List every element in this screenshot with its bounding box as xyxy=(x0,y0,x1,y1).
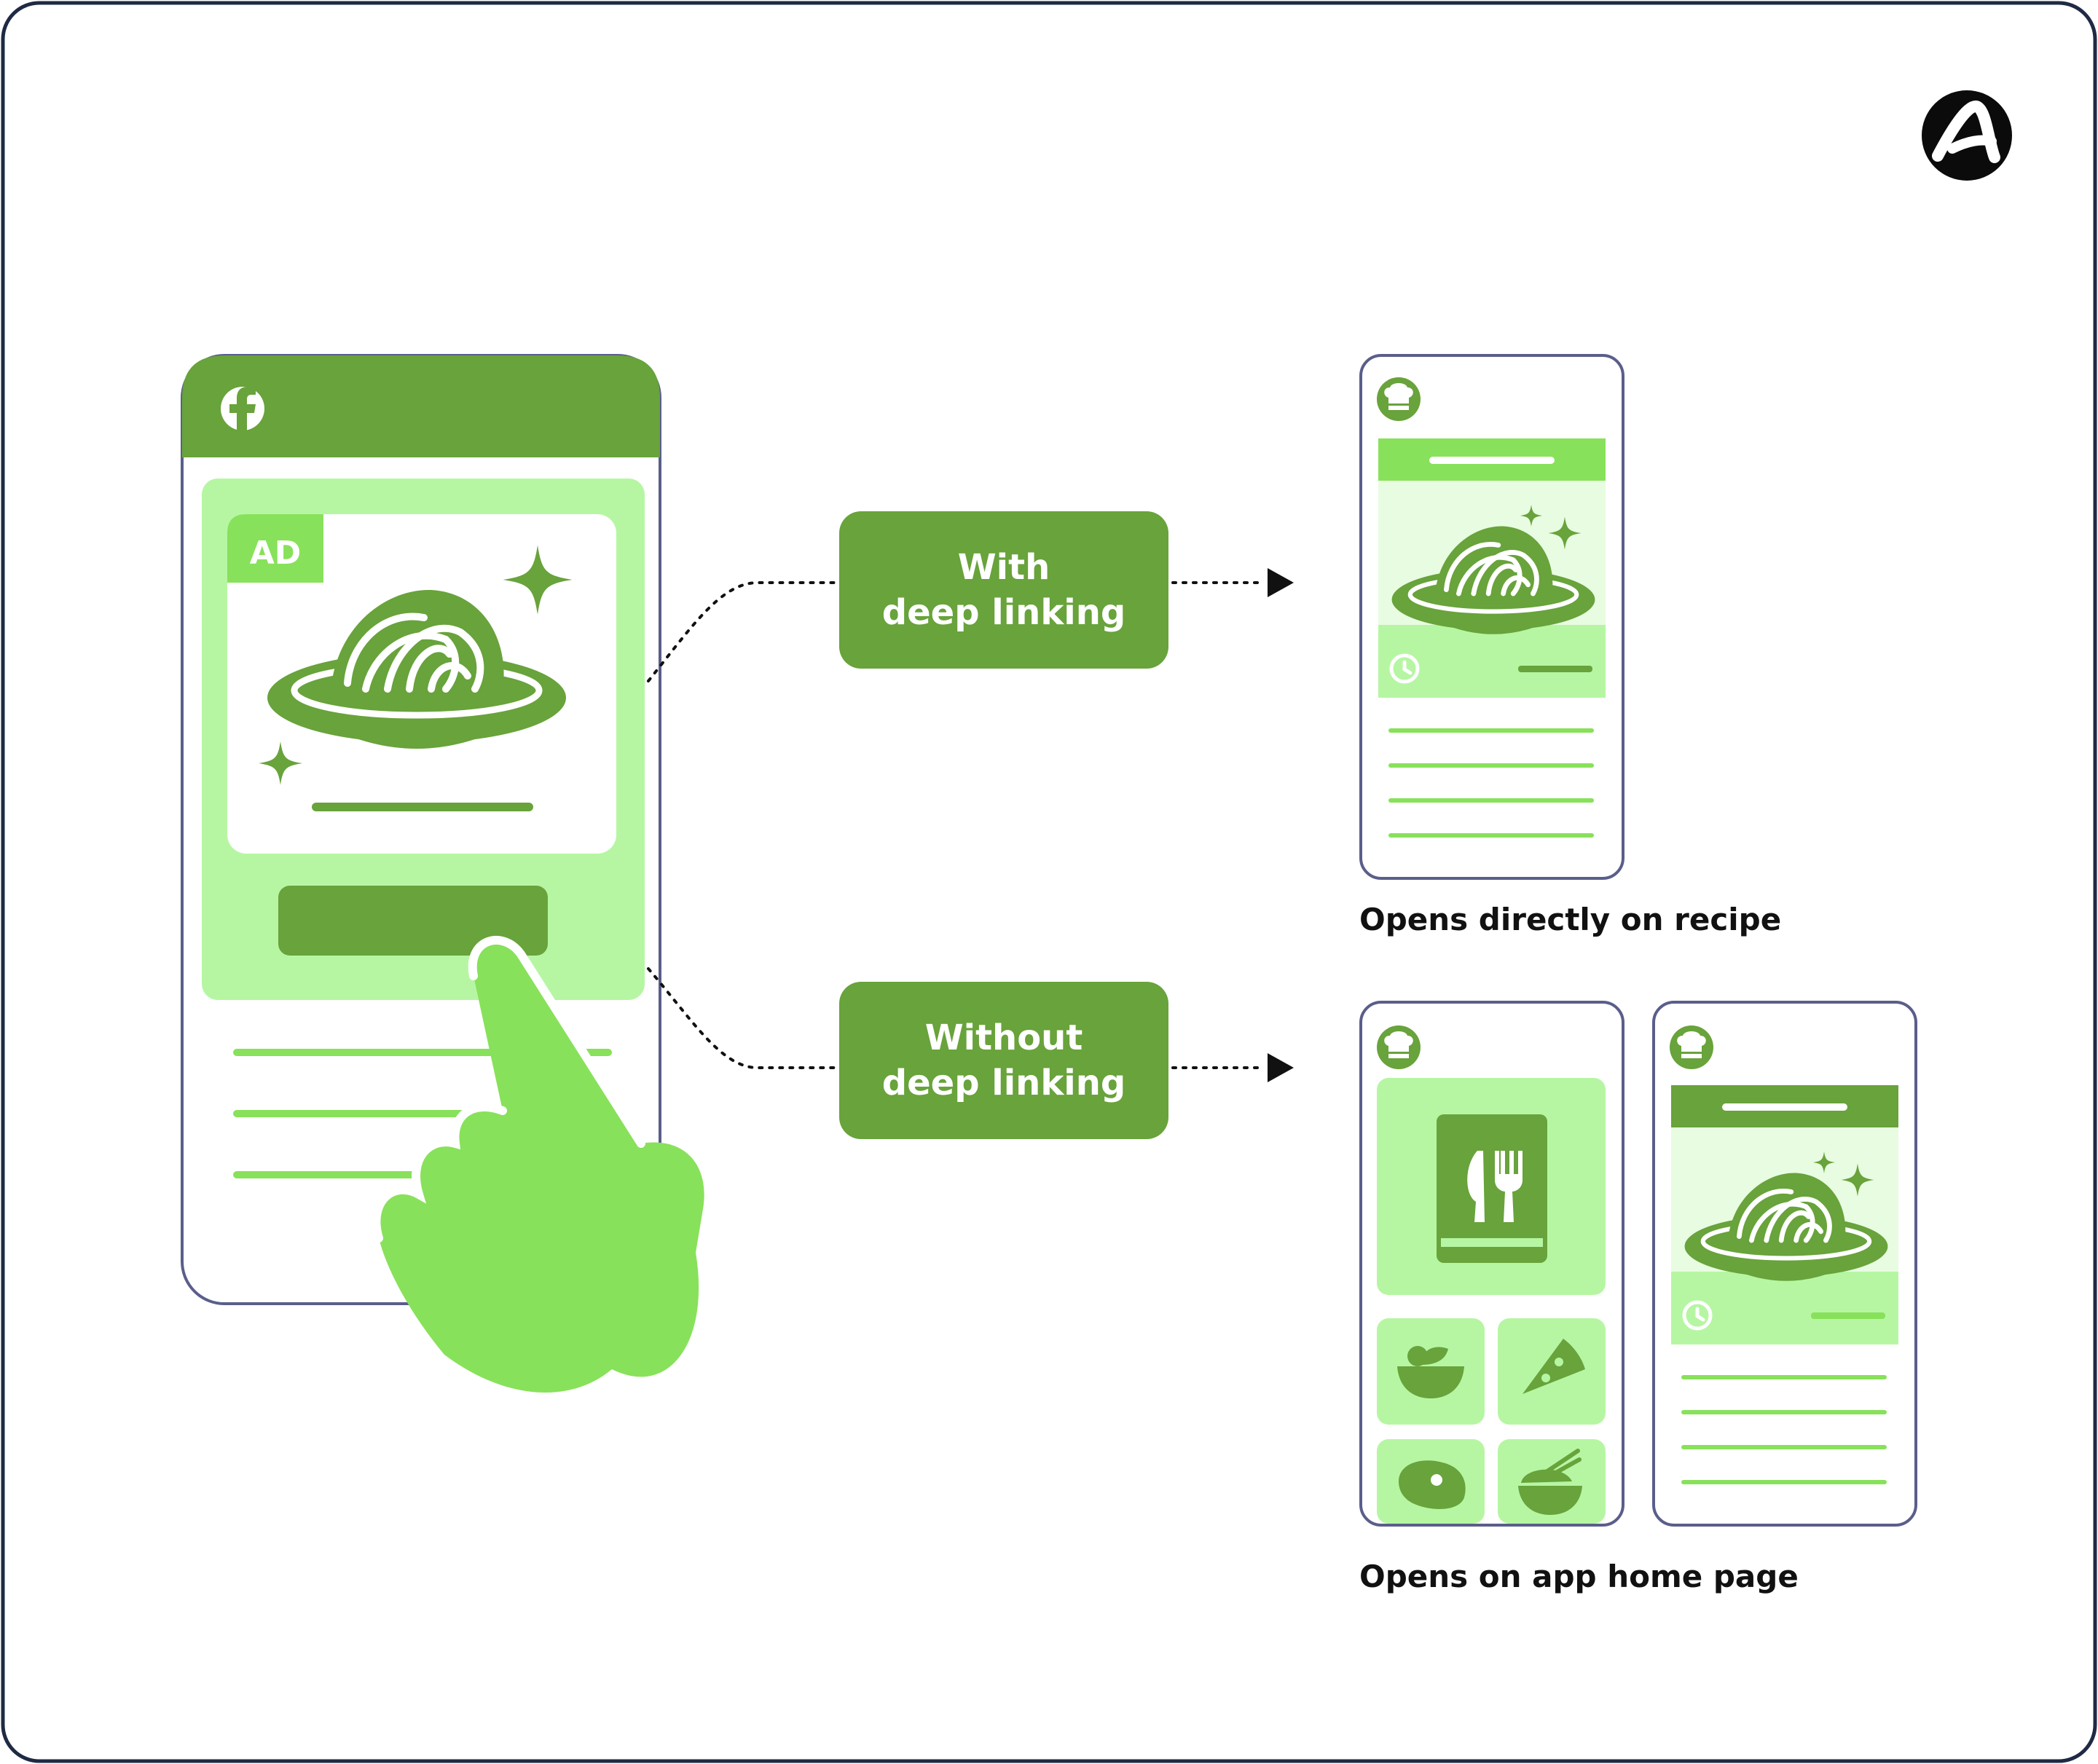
without-deep-linking-box xyxy=(839,982,1168,1139)
with-label-line1: With xyxy=(957,547,1050,588)
caption-with: Opens directly on recipe xyxy=(1359,902,1782,937)
ad-badge: AD xyxy=(250,535,302,572)
connector-without xyxy=(647,967,1266,1069)
cookbook-icon xyxy=(1437,1114,1547,1263)
without-label-line2: deep linking xyxy=(881,1063,1126,1103)
recipe-phone-2 xyxy=(1652,1001,1917,1527)
pizza-slice-icon xyxy=(1523,1339,1585,1394)
salad-bowl-icon xyxy=(1397,1346,1464,1398)
chef-hat-icon xyxy=(1377,1025,1421,1069)
tapping-hand-icon xyxy=(372,935,704,1393)
ad-cta-button[interactable] xyxy=(278,886,548,956)
with-deep-linking-box xyxy=(839,511,1168,669)
with-label-line2: deep linking xyxy=(881,592,1126,633)
without-label-line1: Without xyxy=(924,1017,1083,1058)
arrowhead-without xyxy=(1268,1053,1294,1082)
arrowhead-with xyxy=(1268,568,1294,597)
steak-icon xyxy=(1399,1460,1466,1509)
recipe-phone xyxy=(1359,354,1624,880)
chef-hat-icon xyxy=(1670,1025,1713,1069)
chef-hat-icon xyxy=(1377,377,1421,421)
connector-with xyxy=(647,581,1266,682)
home-phone xyxy=(1359,1001,1624,1527)
adjust-logo-icon xyxy=(1922,90,2012,181)
caption-without: Opens on app home page xyxy=(1359,1559,1799,1594)
facebook-icon xyxy=(221,387,264,430)
without-deep-linking-label: Without deep linking xyxy=(839,982,1168,1139)
with-deep-linking-label: With deep linking xyxy=(839,511,1168,669)
rice-bowl-icon xyxy=(1518,1449,1582,1515)
